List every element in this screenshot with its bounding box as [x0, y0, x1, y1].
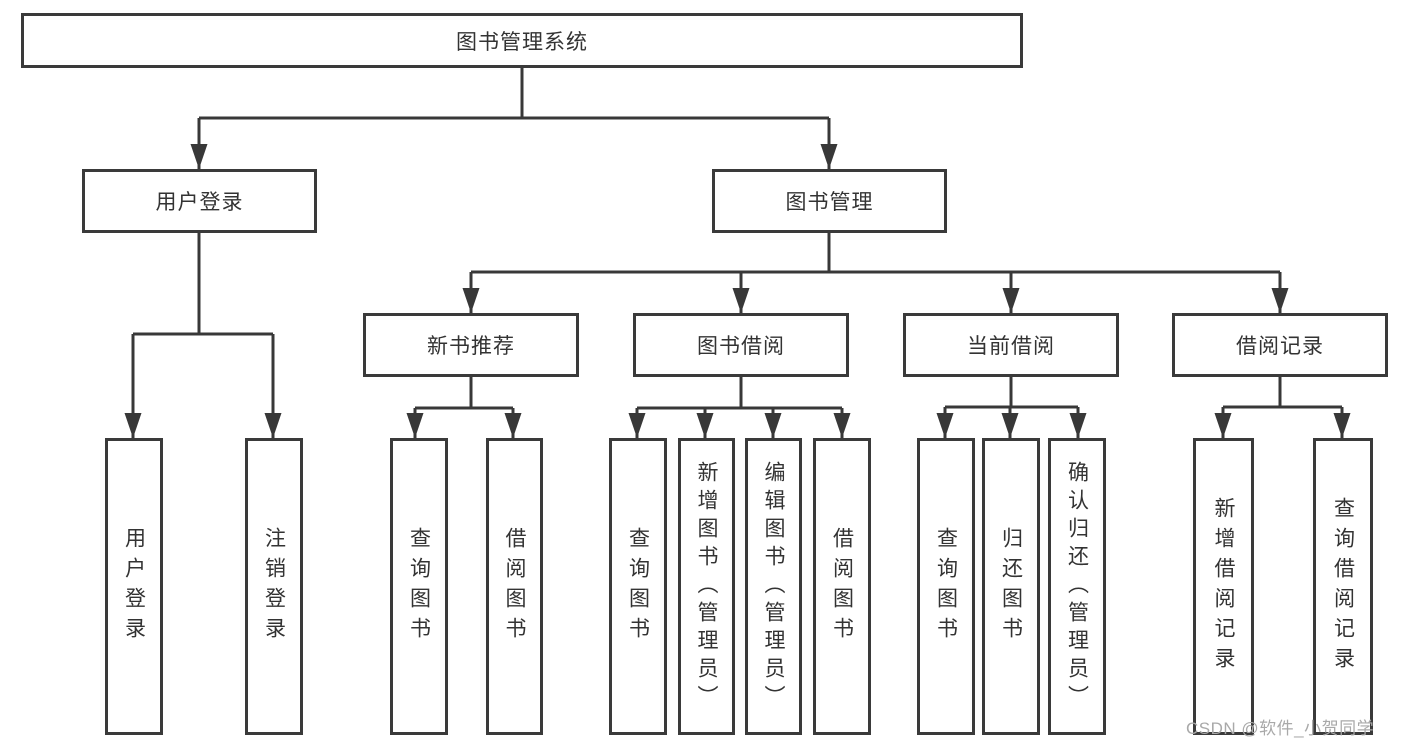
leaf-record-add: 新增借阅记录 — [1193, 438, 1254, 735]
leaf-borrow-book: 借阅图书 — [813, 438, 871, 735]
node-book-management: 图书管理 — [712, 169, 947, 233]
leaf-borrow-add-admin: 新增图书（管理员） — [678, 438, 735, 735]
node-current-borrow: 当前借阅 — [903, 313, 1119, 377]
leaf-newbook-borrow: 借阅图书 — [486, 438, 543, 735]
leaf-record-query: 查询借阅记录 — [1313, 438, 1373, 735]
node-borrow-records: 借阅记录 — [1172, 313, 1388, 377]
leaf-logout: 注销登录 — [245, 438, 303, 735]
leaf-current-query: 查询图书 — [917, 438, 975, 735]
leaf-borrow-edit-admin: 编辑图书（管理员） — [745, 438, 802, 735]
watermark: CSDN @软件_小贺同学 — [1186, 719, 1375, 738]
node-user-login: 用户登录 — [82, 169, 317, 233]
leaf-borrow-query: 查询图书 — [609, 438, 667, 735]
leaf-current-return: 归还图书 — [982, 438, 1040, 735]
arrowheads — [124, 144, 1351, 438]
leaf-current-confirm-admin: 确认归还（管理员） — [1048, 438, 1106, 735]
node-book-borrow: 图书借阅 — [633, 313, 849, 377]
node-new-book-recommend: 新书推荐 — [363, 313, 579, 377]
leaf-user-login: 用户登录 — [105, 438, 163, 735]
leaf-newbook-query: 查询图书 — [390, 438, 448, 735]
node-root: 图书管理系统 — [21, 13, 1023, 68]
